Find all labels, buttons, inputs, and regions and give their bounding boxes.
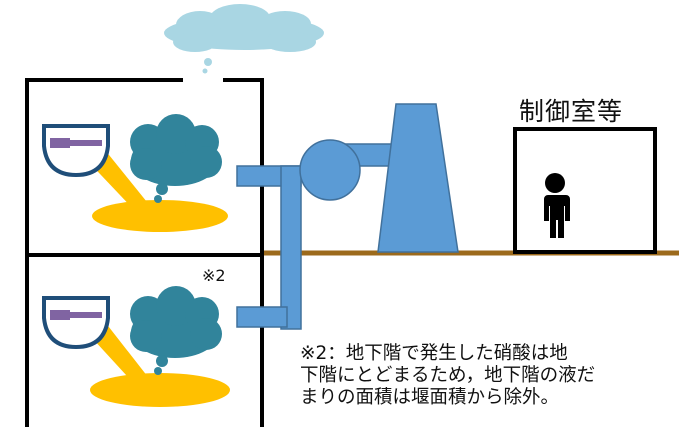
control-room-label: 制御室等 — [519, 97, 624, 126]
person-icon — [544, 173, 570, 238]
footnote-line: ※2：地下階で発生した硝酸は地 — [300, 343, 568, 364]
tank-icon — [42, 124, 110, 178]
puddle — [92, 200, 228, 232]
gas-cloud — [130, 286, 222, 375]
exhaust-stack — [377, 103, 459, 253]
basement-spill-scene — [42, 286, 230, 407]
exhaust-cloud — [164, 4, 324, 74]
footnote: ※2：地下階で発生した硝酸は地 下階にとどまるため，地下階の液だ まりの面積は堰… — [300, 343, 675, 409]
fan — [299, 139, 361, 201]
basement-room — [25, 253, 264, 427]
upper-spill-scene — [42, 114, 228, 232]
tank-icon — [42, 296, 110, 350]
control-room — [513, 127, 657, 254]
puddle — [90, 373, 230, 407]
footnote-line: まりの面積は堰面積から除外。 — [300, 387, 560, 408]
gas-cloud — [130, 114, 222, 203]
footnote-line: 下階にとどまるため，地下階の液だ — [300, 365, 596, 386]
note-reference-mark: ※2 — [202, 266, 226, 285]
